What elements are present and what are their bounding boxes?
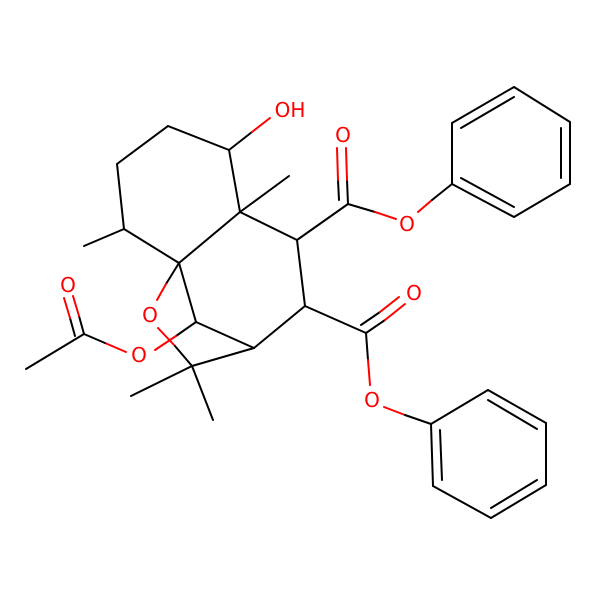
label-o-acetate-carbonyl: O (60, 273, 76, 297)
bond-oac-c-black (175, 321, 197, 337)
ph2-bond-5 (432, 485, 492, 519)
ph1-bond-6 (451, 183, 515, 218)
bond-ring2-b (296, 239, 306, 307)
bond-c1-oe-black (347, 203, 376, 213)
phenyl-ring-1 (451, 86, 571, 218)
oxygen-bonds (63, 117, 453, 425)
bond-c2-o-black-b (360, 311, 381, 326)
ph2-bond-1 (430, 389, 489, 425)
bond-c2-oe-black (365, 332, 369, 361)
bond-ring-c (116, 163, 125, 230)
bond-ring-b (116, 125, 169, 165)
ph2-double-2 (490, 479, 538, 509)
ph2-double-1 (487, 399, 538, 430)
bond-ester2-link (304, 305, 367, 334)
bond-c1-o-red-a (345, 147, 348, 181)
bond-bridge-o-a-red (156, 283, 167, 301)
bond-bridge-o-b-black (174, 345, 193, 367)
bond-ring2-c (253, 305, 306, 349)
bond-oe2-ph2-red (383, 406, 406, 416)
bond-c2-o-red-b (379, 296, 400, 313)
bond-oe-ph1-red (417, 199, 433, 213)
bond-c2-oe-red (367, 359, 371, 386)
bond-bridge-o-b-red (157, 327, 176, 347)
bond-c1-o-black-a (346, 179, 349, 205)
bond-ring2-d (195, 321, 255, 349)
bond-methyl-top (239, 175, 290, 213)
bond-gem-methyl-1 (130, 365, 193, 397)
label-o-ester-2: O (364, 388, 380, 412)
bond-oe-ph1-black (431, 183, 453, 201)
bond-c1-o-red-b (336, 147, 339, 181)
bond-oac-c-red (154, 335, 177, 351)
ph2-bond-6 (430, 423, 434, 487)
bond-bridge-a (191, 347, 255, 367)
bond-c2-o-red-a (384, 303, 406, 321)
label-o-acetate-ester: O (131, 343, 147, 367)
bond-ac-co-black-a (78, 315, 85, 335)
bond-ring-f (228, 149, 241, 213)
bond-ac-co-black-b (69, 317, 76, 337)
phenyl-ring-2 (430, 389, 547, 519)
bond-oe2-ph2-black (404, 414, 432, 425)
bond-ring-d (123, 228, 180, 264)
bond-ac-co-red-a (72, 295, 80, 317)
bond-oac-co-red (104, 342, 127, 353)
bond-ac-co-red-b (63, 297, 71, 319)
label-o-ester-1: O (399, 212, 415, 236)
bond-acetate-methyl (25, 333, 85, 370)
label-o-carbonyl-2: O (406, 281, 422, 305)
ph2-bond-2 (487, 389, 547, 424)
ph1-double-3 (460, 177, 515, 208)
bond-ester1-link (296, 203, 349, 241)
skeleton-bonds (25, 125, 367, 421)
ph1-bond-3 (513, 86, 571, 123)
ph1-bond-2 (451, 86, 515, 124)
ph2-bond-4 (490, 484, 547, 519)
ph1-bond-5 (513, 183, 571, 218)
ph1-double-1 (460, 96, 515, 129)
bond-methyl-left (83, 228, 125, 247)
bond-ring-a (167, 125, 230, 151)
bond-c-oh-red (251, 117, 271, 133)
label-o-bridge: O (142, 303, 158, 327)
bond-ring-e (178, 211, 241, 264)
bond-bridge-o-a-black (165, 262, 180, 285)
atom-labels: OH O O O O O O O (60, 98, 422, 412)
bond-gem-methyl-2 (191, 365, 214, 421)
bond-c1-o-black-b (337, 179, 340, 201)
bond-oac-co-black (83, 333, 106, 344)
bond-ring2-a (239, 211, 298, 241)
bond-ring2-e (178, 262, 197, 323)
label-o-carbonyl-1: O (335, 123, 351, 147)
ph2-double-3 (439, 429, 443, 481)
bond-c1-oe-red (374, 211, 397, 220)
bond-c2-o-black-a (365, 319, 386, 334)
bond-c-oh-black (228, 131, 253, 151)
label-hydroxyl: OH (275, 98, 306, 122)
